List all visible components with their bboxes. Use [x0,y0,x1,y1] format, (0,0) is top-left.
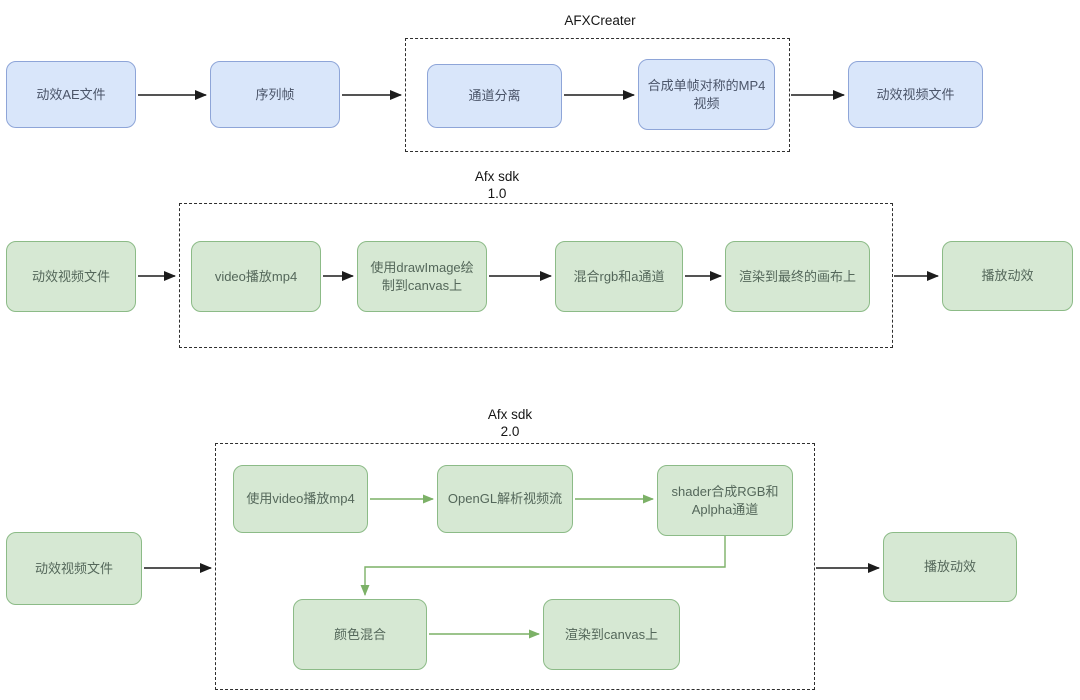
node-label: 播放动效 [981,268,1034,284]
node-label: OpenGL解析视频流 [447,491,563,507]
node-shader-compose: shader合成RGB和Aplpha通道 [657,465,793,536]
node-label: 播放动效 [923,559,976,575]
group-title-afx-sdk-1: Afx sdk 1.0 [437,169,557,203]
node-label: 混合rgb和a通道 [573,268,665,284]
node-drawimage-canvas: 使用drawImage绘制到canvas上 [357,241,487,312]
node-label: 渲染到最终的画布上 [738,268,856,284]
node-opengl-decode: OpenGL解析视频流 [437,465,573,533]
node-label: 合成单帧对称的MP4视频 [647,77,766,111]
group-afxcreater [405,38,790,152]
node-channel-split: 通道分离 [427,64,562,128]
node-label: 使用video播放mp4 [246,491,355,507]
node-compose-mp4: 合成单帧对称的MP4视频 [638,59,775,130]
node-label: 动效视频文件 [31,268,110,284]
group-title-line1: Afx sdk [474,169,520,184]
group-title-line2: 1.0 [487,185,507,201]
node-video-file-out: 动效视频文件 [848,61,983,128]
node-color-mix: 颜色混合 [293,599,427,670]
node-label: video播放mp4 [214,268,298,284]
node-label: 颜色混合 [333,626,386,642]
node-video-file-sdk1: 动效视频文件 [6,241,136,312]
group-title-line1: Afx sdk [487,407,533,422]
node-use-video-play-mp4: 使用video播放mp4 [233,465,368,533]
node-render-canvas: 渲染到canvas上 [543,599,680,670]
node-label: 使用drawImage绘制到canvas上 [370,259,474,293]
node-sequence-frames: 序列帧 [210,61,340,128]
group-afx-sdk-1 [179,203,893,348]
group-title-afxcreater: AFXCreater [520,13,680,30]
node-label: shader合成RGB和Aplpha通道 [671,483,779,517]
node-play-animation-sdk2: 播放动效 [883,532,1017,602]
group-title-line2: 2.0 [500,423,520,439]
node-label: 动效视频文件 [876,86,955,102]
node-label: 渲染到canvas上 [564,626,659,642]
node-label: 序列帧 [255,86,295,102]
node-ae-file: 动效AE文件 [6,61,136,128]
node-label: 通道分离 [468,88,521,104]
node-play-animation-sdk1: 播放动效 [942,241,1073,311]
node-mix-rgb-a: 混合rgb和a通道 [555,241,683,312]
node-video-file-sdk2: 动效视频文件 [6,532,142,605]
group-title-afx-sdk-2: Afx sdk 2.0 [450,407,570,441]
node-label: 动效AE文件 [36,86,106,102]
node-video-play-mp4: video播放mp4 [191,241,321,312]
group-title-text: AFXCreater [564,13,636,28]
node-label: 动效视频文件 [34,560,113,576]
node-render-final-canvas: 渲染到最终的画布上 [725,241,870,312]
group-afx-sdk-2 [215,443,815,690]
